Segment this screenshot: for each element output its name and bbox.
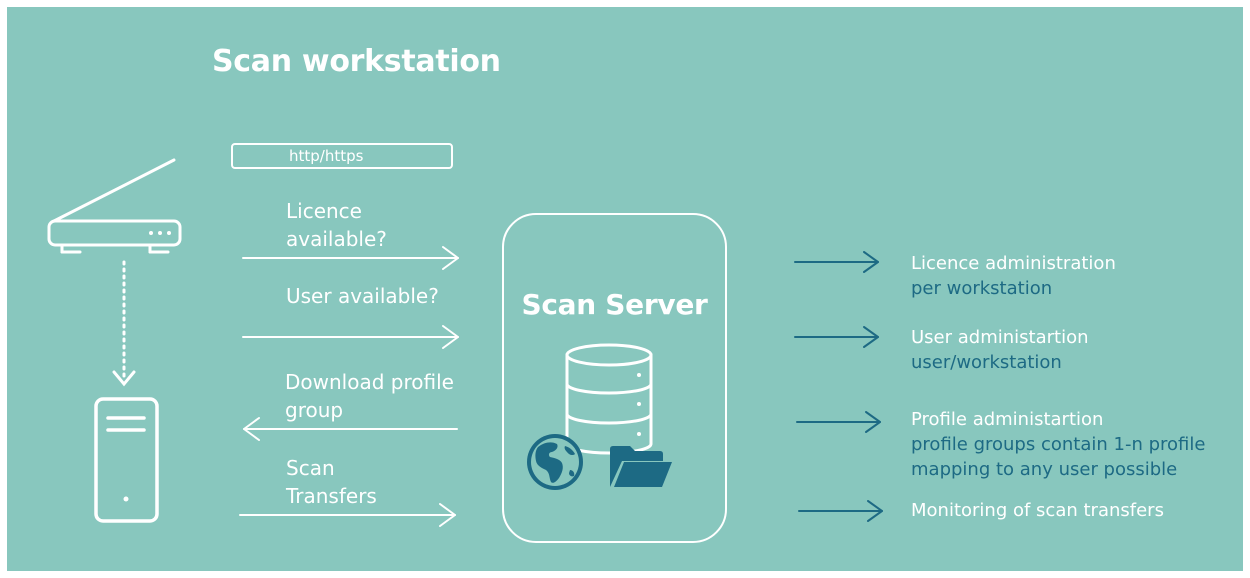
feature-profile-sub-1: profile groups contain 1-n profile (911, 434, 1206, 455)
feature-user-sub: user/workstation (911, 352, 1062, 373)
feature-profile: Profile administartion profile groups co… (911, 407, 1205, 482)
scanner-icon (47, 158, 182, 254)
feature-licence: Licence administration per workstation (911, 251, 1116, 301)
scan-server-box (502, 213, 727, 543)
feature-licence-sub: per workstation (911, 278, 1053, 299)
flow-scan-line1: Scan (286, 456, 335, 480)
feature-monitoring-arrow (798, 500, 883, 522)
flow-licence-line2: available? (286, 227, 387, 251)
feature-user-title: User administartion (911, 327, 1089, 348)
flow-download-line1: Download profile (285, 370, 454, 394)
folder-icon (610, 446, 672, 487)
flow-licence-arrow (242, 246, 459, 270)
flow-licence-line1: Licence (286, 199, 362, 223)
feature-licence-arrow (794, 251, 879, 273)
database-icon (565, 343, 653, 455)
flow-scan-label: Scan Transfers (286, 454, 377, 510)
feature-profile-title: Profile administartion (911, 409, 1104, 430)
flow-download-label: Download profile group (285, 368, 454, 424)
globe-icon (527, 434, 583, 490)
feature-profile-sub-2: mapping to any user possible (911, 459, 1178, 480)
flow-licence-label: Licence available? (286, 197, 387, 253)
flow-user-label: User available? (286, 282, 439, 310)
protocol-label: http/https (231, 143, 453, 169)
feature-user-arrow (794, 326, 879, 348)
flow-user-line1: User available? (286, 284, 439, 308)
flow-download-arrow (243, 417, 458, 441)
feature-user: User administartion user/workstation (911, 325, 1089, 375)
flow-download-line2: group (285, 398, 344, 422)
feature-licence-title: Licence administration (911, 253, 1116, 274)
computer-tower-icon (94, 397, 159, 523)
flow-user-arrow (242, 325, 459, 349)
scanner-to-computer-arrow (112, 260, 136, 387)
page-title: Scan workstation (212, 44, 501, 79)
feature-profile-arrow (796, 411, 881, 433)
flow-scan-arrow (239, 503, 456, 527)
scan-server-title: Scan Server (521, 288, 708, 321)
feature-monitoring-title: Monitoring of scan transfers (911, 500, 1164, 521)
flow-scan-line2: Transfers (286, 484, 377, 508)
feature-monitoring: Monitoring of scan transfers (911, 498, 1164, 523)
